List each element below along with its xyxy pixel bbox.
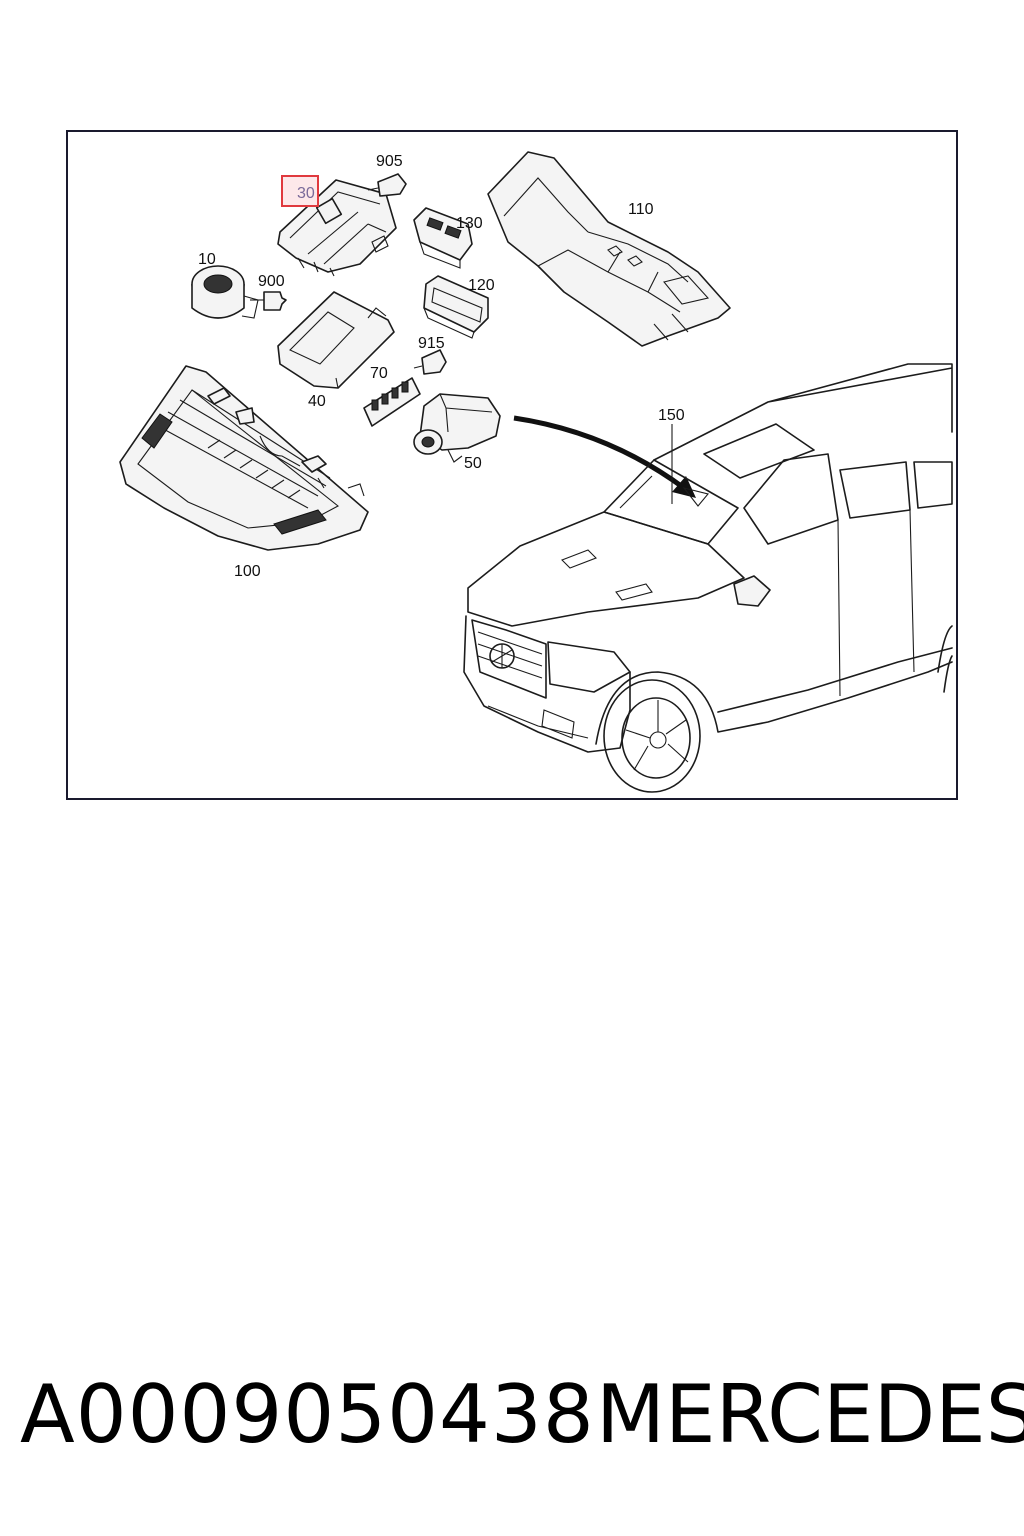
location-arrow xyxy=(513,415,696,498)
part-915-clip[interactable] xyxy=(413,349,447,375)
part-50-camera-module[interactable] xyxy=(413,393,501,463)
callout-150: 150 xyxy=(658,407,685,424)
part-900-clip[interactable] xyxy=(250,291,287,311)
part-40-cover[interactable] xyxy=(277,291,395,389)
callout-10: 10 xyxy=(198,251,216,268)
part-905-clip[interactable] xyxy=(367,173,407,197)
part-10-speaker[interactable] xyxy=(191,265,259,319)
callout-110: 110 xyxy=(628,201,654,218)
callout-900: 900 xyxy=(258,273,285,290)
callout-100: 100 xyxy=(234,563,261,580)
callout-50: 50 xyxy=(464,455,482,472)
part-100-overhead-panel[interactable] xyxy=(119,365,369,551)
callout-40: 40 xyxy=(308,393,326,410)
callout-30: 30 xyxy=(297,185,315,202)
callout-130: 130 xyxy=(456,215,483,232)
brand-name: MERCEDES xyxy=(596,1368,1024,1461)
callout-905: 905 xyxy=(376,153,403,170)
part-number: A0009050438 xyxy=(20,1368,595,1461)
part-130-switch[interactable] xyxy=(413,207,473,269)
callout-30-highlight-box[interactable] xyxy=(281,175,319,207)
part-120-tray[interactable] xyxy=(423,275,489,339)
parts-diagram: 30 905 130 110 10 xyxy=(119,151,953,793)
vehicle-illustration xyxy=(463,363,953,793)
callout-120: 120 xyxy=(468,277,495,294)
footer: A0009050438 MERCEDES xyxy=(0,1368,1024,1478)
part-110-console-housing[interactable] xyxy=(487,151,731,347)
callout-70: 70 xyxy=(370,365,388,382)
part-30-control-unit[interactable] xyxy=(277,179,397,277)
parts-diagram-frame: 30 905 130 110 10 xyxy=(66,130,958,800)
callout-915: 915 xyxy=(418,335,445,352)
part-70-switch-panel[interactable] xyxy=(363,377,421,427)
